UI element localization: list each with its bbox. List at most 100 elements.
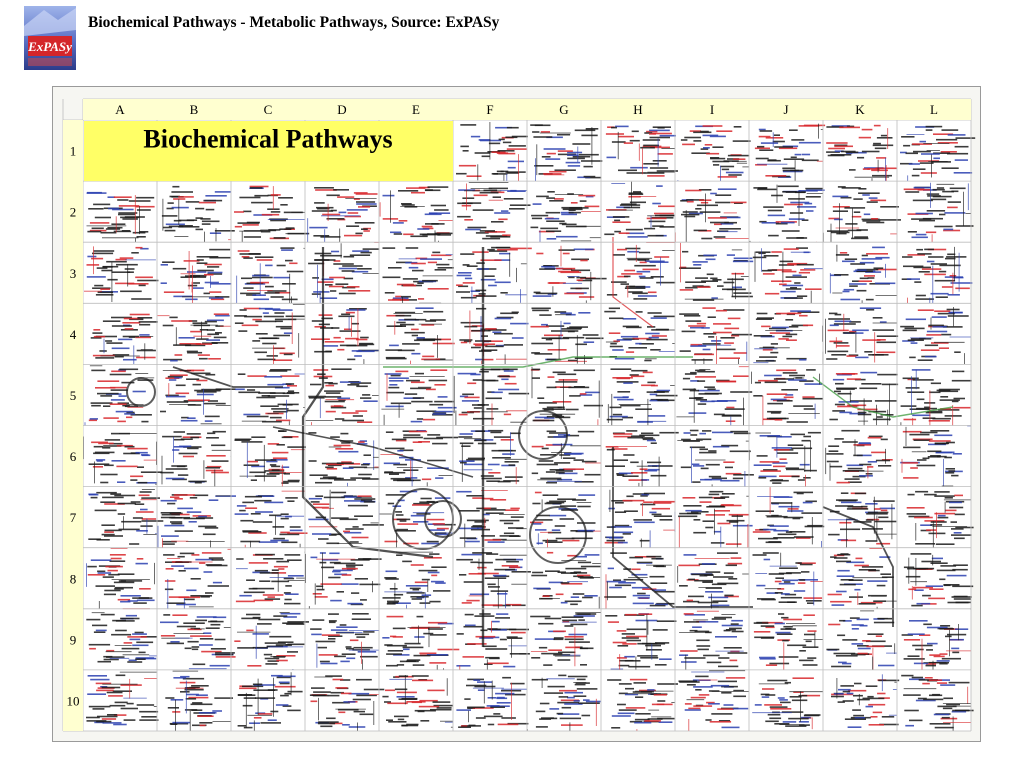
pathway-cell	[831, 674, 900, 728]
pathway-cell	[157, 494, 236, 548]
row-header-4: 4	[70, 327, 77, 342]
column-header-c: C	[264, 102, 273, 117]
major-pathways	[126, 237, 954, 647]
pathway-cell	[86, 191, 155, 243]
pathway-cell	[677, 552, 749, 609]
row-header-5: 5	[70, 388, 77, 403]
column-header-d: D	[337, 102, 346, 117]
column-header-e: E	[412, 102, 420, 117]
expasy-logo[interactable]: ExPASy	[24, 6, 76, 70]
pathway-cell	[456, 122, 528, 182]
pathway-cell	[677, 125, 751, 182]
pathway-cell	[379, 186, 453, 243]
pathway-cell	[385, 307, 455, 365]
pathway-cell	[531, 430, 601, 484]
pathway-cell	[84, 246, 159, 302]
pathway-cell	[308, 241, 380, 304]
pathway-cell	[752, 552, 823, 606]
banner-title: Biochemical Pathways	[143, 125, 392, 154]
pathway-cell	[825, 307, 899, 363]
pathway-cell	[604, 181, 676, 238]
pathway-cell	[531, 551, 601, 609]
pathway-cell	[308, 432, 380, 487]
column-header-f: F	[486, 102, 493, 117]
column-header-k: K	[855, 102, 865, 117]
pathway-cell	[234, 303, 305, 365]
pathway-cell	[679, 610, 748, 670]
pathway-cell	[532, 245, 607, 304]
pathway-cell	[679, 307, 752, 365]
pathway-cell	[530, 612, 601, 667]
pathway-cell	[826, 124, 897, 182]
pathway-cell	[234, 490, 308, 548]
pathway-cell	[309, 675, 385, 731]
pathway-cell	[458, 429, 527, 485]
column-header-l: L	[930, 102, 938, 117]
pathway-cell	[160, 248, 232, 304]
row-header-1: 1	[70, 144, 77, 159]
pathway-cell	[236, 247, 305, 304]
pathway-cell	[822, 186, 901, 243]
pathway-cell	[456, 613, 530, 670]
pathway-cell	[310, 613, 379, 670]
row-header-9: 9	[70, 632, 77, 647]
pathway-cell	[307, 187, 378, 243]
pathway-cell	[678, 670, 749, 731]
pathway-cell	[456, 552, 531, 609]
pathway-cell	[160, 369, 236, 425]
pathway-cell	[903, 553, 974, 610]
pathway-cell	[161, 185, 235, 243]
pathway-cell	[530, 191, 601, 243]
pathway-cell	[382, 247, 454, 304]
row-header-7: 7	[70, 510, 77, 525]
pathway-cell	[825, 429, 893, 484]
column-header-g: G	[559, 102, 568, 117]
pathway-cell	[160, 614, 236, 670]
svg-text:ExPASy: ExPASy	[27, 39, 72, 54]
pathway-cell	[382, 675, 453, 728]
pathway-cell	[382, 551, 451, 609]
pathway-cell	[753, 613, 823, 670]
pathway-cell	[604, 307, 676, 362]
pathway-cell	[456, 246, 532, 304]
row-header-3: 3	[70, 266, 77, 281]
pathway-cell	[86, 612, 158, 663]
pathway-cell	[378, 490, 456, 548]
column-header-j: J	[783, 102, 788, 117]
pathway-cell	[607, 678, 678, 731]
row-header-2: 2	[70, 205, 77, 220]
pathway-cell	[305, 552, 382, 609]
pathway-cell	[382, 615, 460, 670]
row-header-8: 8	[70, 571, 77, 586]
pathway-cell	[903, 182, 974, 243]
pathway-cell	[165, 670, 233, 731]
pathway-cell	[901, 674, 974, 731]
pathway-cell	[829, 371, 899, 426]
pathway-cell	[459, 307, 529, 365]
banner: Biochemical Pathways	[84, 121, 453, 182]
pathway-cell	[235, 369, 305, 426]
pathway-cell	[90, 313, 158, 365]
banner-background	[84, 121, 453, 182]
row-header-10: 10	[67, 694, 80, 709]
pathway-cell	[604, 489, 676, 548]
pathway-cell	[311, 308, 379, 365]
pathway-cell	[308, 489, 384, 545]
pathway-cell	[82, 432, 163, 485]
pathway-cell	[901, 620, 971, 670]
pathway-cell	[604, 552, 675, 609]
pathway-cell	[526, 674, 601, 731]
column-header-a: A	[115, 102, 125, 117]
column-header-h: H	[633, 102, 642, 117]
pathway-cell	[749, 431, 821, 487]
pathway-cell	[457, 182, 531, 240]
pathway-cell	[234, 612, 309, 670]
pathway-cell	[752, 247, 823, 304]
pathway-cell	[234, 185, 310, 243]
pathway-cell	[751, 369, 823, 426]
pathway-cell	[381, 369, 457, 426]
pathway-cell	[829, 244, 897, 304]
